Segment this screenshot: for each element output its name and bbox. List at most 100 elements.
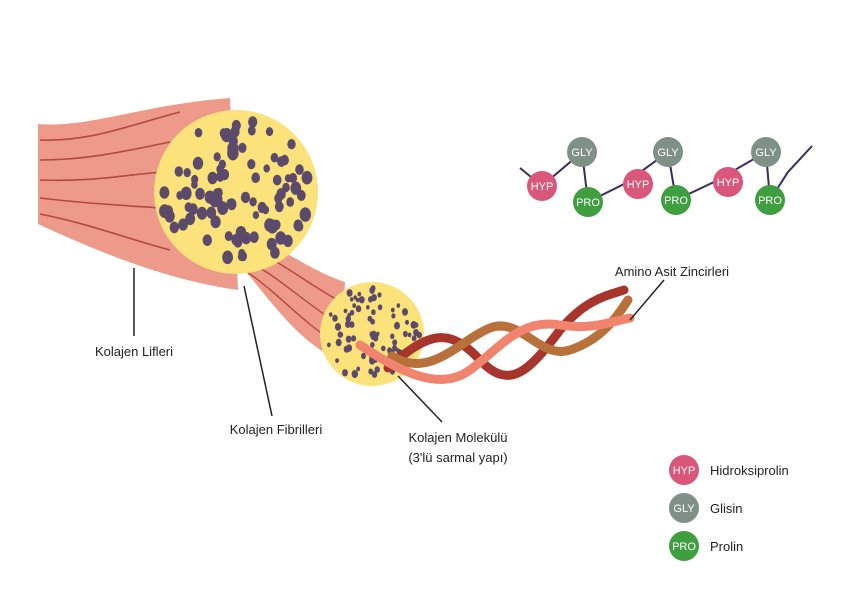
fibril-dot: [222, 250, 234, 265]
molecule-dot: [377, 292, 382, 298]
legend-pro-swatch: [669, 531, 699, 561]
fibril-dot: [207, 171, 218, 185]
molecule-dot: [352, 303, 357, 308]
molecule-dot: [368, 368, 374, 375]
molecule-dot: [345, 335, 352, 343]
legend: HYP Hidroksiprolin GLY Glisin PRO Prolin: [669, 455, 789, 561]
molecule-dot: [392, 339, 398, 346]
legend-pro-abbr: PRO: [672, 541, 696, 553]
legend-hyp-name: Hidroksiprolin: [710, 463, 789, 478]
triple-helix: [355, 285, 635, 384]
molecule-dot: [414, 322, 419, 328]
molecule-dot: [353, 295, 358, 300]
label-collagen-molecule: Kolajen Molekülü: [408, 430, 507, 445]
fibril-dot: [270, 152, 279, 163]
label-amino-acid-chains: Amino Asit Zincirleri: [615, 264, 729, 279]
fibril-dot: [183, 168, 191, 178]
molecule-dot: [394, 321, 400, 330]
fibril-dot: [174, 166, 183, 177]
fibril-dot: [202, 234, 212, 246]
chain-gly-label-2: GLY: [657, 147, 679, 159]
molecule-dot: [396, 303, 401, 308]
chain-pro-node-2: [661, 185, 691, 215]
fibril-dot: [288, 172, 298, 184]
chain-hyp-node-2: [623, 169, 653, 199]
fibril-dot: [238, 142, 247, 153]
molecule-dot: [370, 341, 375, 348]
molecule-dot: [375, 331, 380, 337]
fibril-dot: [194, 128, 203, 138]
chain-hyp-label-2: HYP: [627, 179, 650, 191]
molecule-dot: [371, 294, 377, 302]
molecule-dot: [346, 289, 353, 297]
molecule-dot: [371, 371, 378, 378]
fibril-dot: [265, 127, 274, 137]
fibril-dot: [299, 207, 311, 222]
molecule-dot: [358, 296, 365, 304]
leader-fibrils: [243, 285, 273, 417]
fibril-dot: [159, 186, 170, 199]
fibril-dot: [272, 174, 282, 186]
molecule-dot: [349, 297, 354, 302]
fibril-dot: [196, 206, 208, 220]
fibril-dot: [287, 139, 296, 150]
molecule-dot: [390, 333, 395, 340]
fibril-dot: [251, 172, 260, 183]
chain-gly-node-3: [751, 137, 781, 167]
fibril-dot: [195, 187, 205, 200]
fibril-dot: [247, 125, 256, 136]
leader-lines: [133, 268, 665, 423]
fibril-dot: [263, 164, 271, 173]
leader-molecule: [397, 375, 443, 423]
fibril-dot: [169, 221, 179, 234]
fibril-dot: [216, 171, 225, 182]
chain-pro-node-3: [755, 185, 785, 215]
molecule-dot: [355, 297, 360, 303]
molecule-dot: [366, 305, 370, 310]
legend-gly-name: Glisin: [710, 501, 743, 516]
fibril-dot: [248, 116, 258, 128]
fibril-dot: [240, 234, 248, 243]
molecule-dot: [351, 370, 358, 378]
molecule-dot: [403, 330, 408, 338]
molecule-dot: [342, 369, 348, 377]
fibril-dot: [301, 170, 313, 185]
label-collagen-fibers: Kolajen Lifleri: [95, 344, 173, 359]
molecule-dot: [332, 314, 338, 322]
label-collagen-molecule-note: (3'lü sarmal yapı): [408, 450, 507, 465]
molecule-dot: [357, 291, 362, 297]
chain-gly-node-1: [567, 137, 597, 167]
chain-hyp-node-3: [713, 167, 743, 197]
molecule-dot: [351, 335, 357, 342]
fibril-dot: [188, 203, 198, 215]
molecule-dot: [328, 312, 333, 317]
molecule-dot: [411, 335, 417, 342]
fibril-dot: [192, 156, 204, 170]
molecule-dot: [416, 331, 422, 339]
fibril-dot: [224, 231, 233, 242]
fibril-dot: [295, 164, 304, 175]
chain-hyp-node-1: [527, 171, 557, 201]
fibril-dot: [249, 197, 257, 207]
molecule-dot: [377, 304, 383, 311]
molecule-dot: [334, 323, 342, 331]
chain-pro-label-3: PRO: [758, 195, 782, 207]
molecule-dot: [391, 313, 396, 319]
molecule-dot: [361, 352, 366, 360]
fibril-dot: [274, 201, 284, 213]
fibril-dot: [231, 119, 241, 132]
label-collagen-fibrils: Kolajen Fibrilleri: [230, 422, 323, 437]
legend-gly-swatch: [669, 493, 699, 523]
molecule-dot: [343, 308, 348, 314]
molecule-dot: [390, 307, 395, 313]
molecule-dot: [337, 331, 343, 338]
molecule-dot: [374, 366, 380, 373]
chain-hyp-label-1: HYP: [531, 181, 554, 193]
fibril-dot: [220, 128, 233, 143]
chain-gly-label-1: GLY: [571, 147, 593, 159]
molecule-dot: [355, 305, 362, 313]
chain-pro-label-1: PRO: [576, 197, 600, 209]
fibril-dot: [213, 152, 221, 162]
fibril-dot: [164, 210, 175, 223]
fibril-dot: [178, 218, 189, 231]
